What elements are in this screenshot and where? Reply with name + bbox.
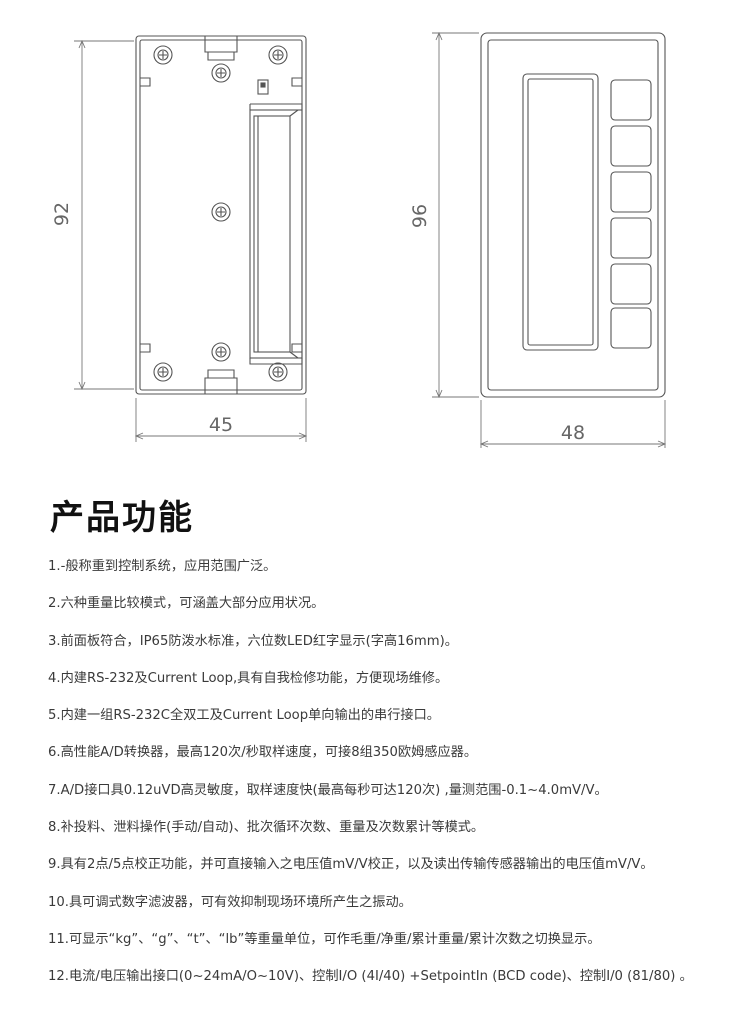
front-height-dimension: 96	[409, 204, 431, 228]
screw-icon	[268, 362, 288, 382]
feature-item: 8.补投料、泄料操作(手动/自动)、批次循环次数、重量及次数累计等模式。	[48, 820, 485, 836]
dip-switch-icon	[257, 79, 269, 95]
feature-item: 6.高性能A/D转换器，最高120次/秒取样速度，可接8组350欧姆感应器。	[48, 745, 478, 761]
section-title: 产品功能	[50, 498, 194, 538]
feature-item: 11.可显示“kg”、“g”、“t”、“lb”等重量单位，可作毛重/净重/累计重…	[48, 931, 601, 947]
feature-item: 9.具有2点/5点校正功能，并可直接输入之电压值mV/V校正，以及读出传输传感器…	[48, 857, 654, 873]
terminal-block	[249, 103, 303, 365]
dimension-lines-left	[74, 39, 308, 442]
screw-icon	[211, 63, 231, 83]
feature-item: 7.A/D接口具0.12uVD高灵敏度，取样速度快(最高每秒可达120次) ,量…	[48, 782, 608, 798]
led-display-window	[522, 73, 599, 351]
feature-item: 2.六种重量比较模式，可涵盖大部分应用状况。	[48, 596, 325, 612]
feature-item: 5.内建一组RS-232C全双工及Current Loop单向输出的串行接口。	[48, 708, 440, 724]
feature-item: 12.电流/电压输出接口(0~24mA/O~10V)、控制I/O (4I/40)…	[48, 969, 693, 985]
front-panel-view	[480, 32, 666, 398]
rear-width-dimension: 45	[209, 414, 233, 436]
feature-item: 10.具可调式数字滤波器，可有效抑制现场环境所产生之振动。	[48, 894, 412, 910]
screw-icon	[268, 45, 288, 65]
feature-item: 4.内建RS-232及Current Loop,具有自我检修功能，方便现场维修。	[48, 670, 449, 686]
front-width-dimension: 48	[561, 422, 585, 444]
rear-height-dimension: 92	[51, 202, 73, 226]
dimension-lines-right	[432, 31, 667, 448]
screw-icon	[211, 202, 231, 222]
panel-keys	[610, 79, 652, 349]
screw-icon	[153, 362, 173, 382]
dimension-drawing: 92 45 96 48	[51, 31, 667, 448]
screw-icon	[211, 342, 231, 362]
screw-icon	[153, 45, 173, 65]
feature-list: 1.-般称重到控制系统，应用范围广泛。 2.六种重量比较模式，可涵盖大部分应用状…	[48, 556, 743, 1004]
feature-item: 3.前面板符合，IP65防泼水标准，六位数LED红字显示(字高16mm)。	[48, 633, 458, 649]
rear-view	[135, 35, 307, 395]
feature-item: 1.-般称重到控制系统，应用范围广泛。	[48, 559, 277, 574]
